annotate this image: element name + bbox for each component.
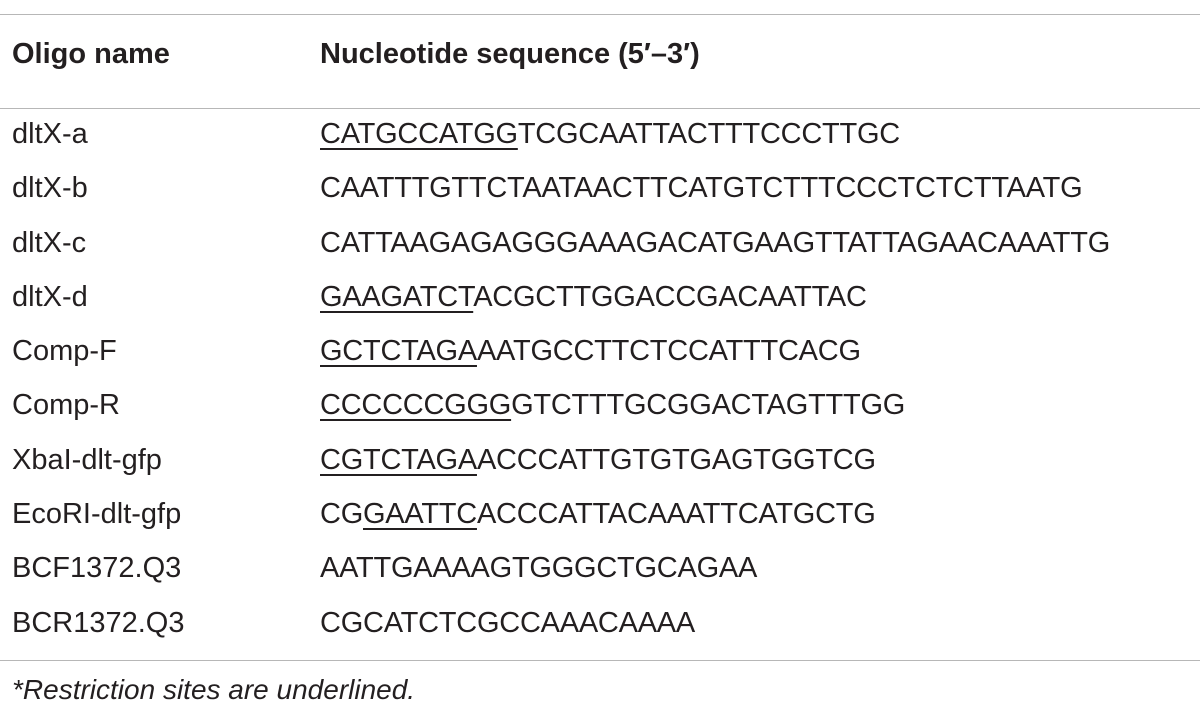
sequence-cell: GCTCTAGAAATGCCTTCTCCATTTCACG (320, 327, 861, 375)
restriction-site: GCTCTAGA (320, 335, 477, 368)
sequence-cell: GAAGATCTACGCTTGGACCGACAATTAC (320, 273, 867, 321)
restriction-site: CGTCTAGA (320, 443, 477, 476)
sequence-suffix: ACCCATTACAAATTCATGCTG (476, 498, 876, 531)
sequence-prefix: CG (320, 498, 363, 531)
oligo-name-cell: dltX-c (12, 226, 87, 259)
oligo-name-cell: dltX-a (12, 118, 88, 150)
sequence-cell: CGTCTAGAACCCATTGTGTGAGTGGTCG (320, 436, 876, 484)
column-header-nucleotide-sequence: Nucleotide sequence (5′–3′) (320, 38, 700, 70)
table-row: Comp-R CCCCCCGGGGTCTTTGCGGACTAGTTTGG (0, 381, 1200, 435)
sequence-prefix: AATTGAAAAGTGGGCTGCAGAA (320, 552, 758, 585)
table-bottom-rule (0, 660, 1200, 661)
sequence-prefix: CGCATCTCGCCAAACAAAA (320, 606, 695, 639)
restriction-site: GAATTC (363, 498, 477, 531)
table-body: dltX-a CATGCCATGGTCGCAATTACTTTCCCTTGC dl… (0, 110, 1200, 653)
table-row: dltX-c CATTAAGAGAGGGAAAGACATGAAGTTATTAGA… (0, 219, 1200, 273)
oligo-name-cell: XbaI-dlt-gfp (12, 443, 162, 476)
oligo-name-cell: Comp-F (12, 335, 117, 368)
column-header-oligo-name: Oligo name (12, 38, 170, 70)
table-row: BCF1372.Q3 AATTGAAAAGTGGGCTGCAGAA (0, 544, 1200, 598)
sequence-prefix: CAATTTGTTCTAATAACTTCATGTCTTTCCCTCTCTTAAT… (320, 172, 1083, 205)
table-row: dltX-b CAATTTGTTCTAATAACTTCATGTCTTTCCCTC… (0, 164, 1200, 218)
sequence-suffix: TCGCAATTACTTTCCCTTGC (517, 118, 900, 150)
table-row: dltX-a CATGCCATGGTCGCAATTACTTTCCCTTGC (0, 110, 1200, 164)
sequence-suffix: GTCTTTGCGGACTAGTTTGG (511, 389, 906, 422)
oligo-name-cell: Comp-R (12, 389, 120, 422)
table-footnote: *Restriction sites are underlined. (12, 674, 416, 705)
sequence-suffix: ACGCTTGGACCGACAATTAC (473, 280, 867, 313)
oligo-name-cell: EcoRI-dlt-gfp (12, 498, 182, 531)
sequence-cell: CATTAAGAGAGGGAAAGACATGAAGTTATTAGAACAAATT… (320, 219, 1110, 267)
oligo-name-cell: dltX-b (12, 172, 88, 205)
sequence-cell: CAATTTGTTCTAATAACTTCATGTCTTTCCCTCTCTTAAT… (320, 164, 1083, 212)
table-row: EcoRI-dlt-gfp CGGAATTCACCCATTACAAATTCATG… (0, 490, 1200, 544)
restriction-site: CCCCCCGGG (320, 389, 512, 422)
header-divider-rule (0, 108, 1200, 109)
restriction-site: CATGCCATGG (320, 118, 518, 150)
oligo-name-cell: BCF1372.Q3 (12, 552, 182, 585)
table-top-rule (0, 14, 1200, 15)
table-row: dltX-d GAAGATCTACGCTTGGACCGACAATTAC (0, 273, 1200, 327)
sequence-suffix: ACCCATTGTGTGAGTGGTCG (476, 443, 876, 476)
oligo-name-cell: BCR1372.Q3 (12, 606, 185, 639)
sequence-cell: CATGCCATGGTCGCAATTACTTTCCCTTGC (320, 110, 900, 158)
sequence-prefix: CATTAAGAGAGGGAAAGACATGAAGTTATTAGAACAAATT… (320, 226, 1111, 259)
sequence-cell: CCCCCCGGGGTCTTTGCGGACTAGTTTGG (320, 381, 905, 429)
table-row: BCR1372.Q3 CGCATCTCGCCAAACAAAA (0, 599, 1200, 653)
oligo-name-cell: dltX-d (12, 280, 88, 313)
sequence-suffix: AATGCCTTCTCCATTTCACG (476, 335, 861, 368)
sequence-cell: AATTGAAAAGTGGGCTGCAGAA (320, 544, 757, 592)
sequence-cell: CGCATCTCGCCAAACAAAA (320, 599, 695, 647)
table-row: Comp-F GCTCTAGAAATGCCTTCTCCATTTCACG (0, 327, 1200, 381)
restriction-site: GAAGATCT (320, 280, 474, 313)
table-row: XbaI-dlt-gfp CGTCTAGAACCCATTGTGTGAGTGGTC… (0, 436, 1200, 490)
sequence-cell: CGGAATTCACCCATTACAAATTCATGCTG (320, 490, 876, 538)
